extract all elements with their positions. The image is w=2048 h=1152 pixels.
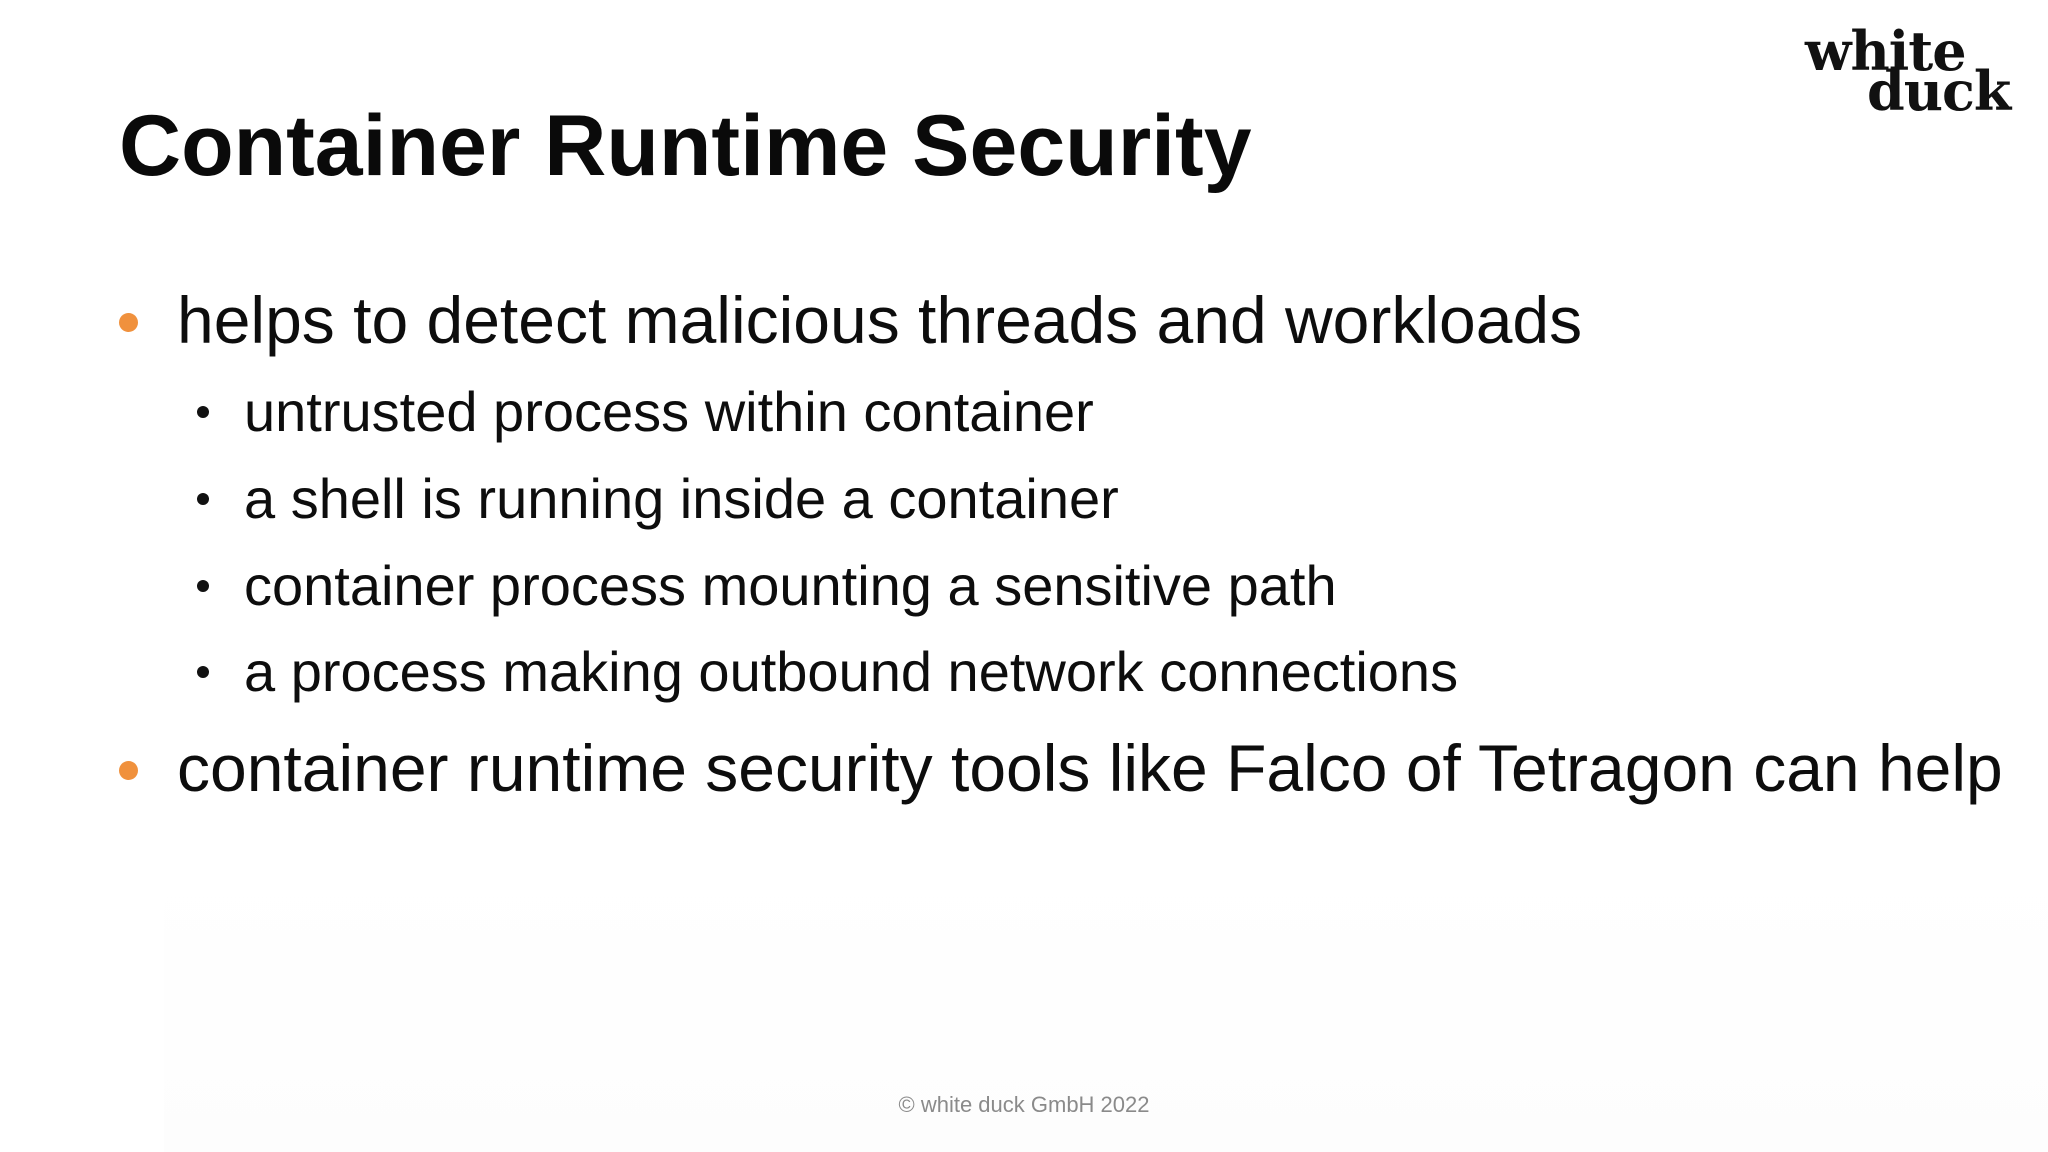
sub-bullet-text: a shell is running inside a container — [244, 467, 1119, 530]
slide-title: Container Runtime Security — [119, 98, 1252, 194]
sub-bullet-text: untrusted process within container — [244, 380, 1094, 443]
bullet-dot-icon — [119, 761, 138, 780]
sub-bullet-dot-icon — [197, 580, 209, 592]
logo-text-line-2: duck — [1867, 59, 2011, 123]
sub-bullet-dot-icon — [197, 666, 209, 678]
slide-shade — [164, 860, 2048, 1152]
bullet-text: container runtime security tools like Fa… — [177, 731, 2003, 805]
footer-copyright: © white duck GmbH 2022 — [898, 1092, 1150, 1117]
sub-bullet-dot-icon — [197, 406, 209, 418]
bullet-text: helps to detect malicious threads and wo… — [177, 283, 1583, 357]
sub-bullet-dot-icon — [197, 493, 209, 505]
white-duck-logo: white duck — [1805, 19, 2015, 118]
sub-bullet-text: container process mounting a sensitive p… — [244, 554, 1337, 617]
sub-bullet-text: a process making outbound network connec… — [244, 640, 1459, 703]
logo-text-line-1: white — [1805, 19, 1967, 83]
bullet-dot-icon — [119, 313, 138, 332]
